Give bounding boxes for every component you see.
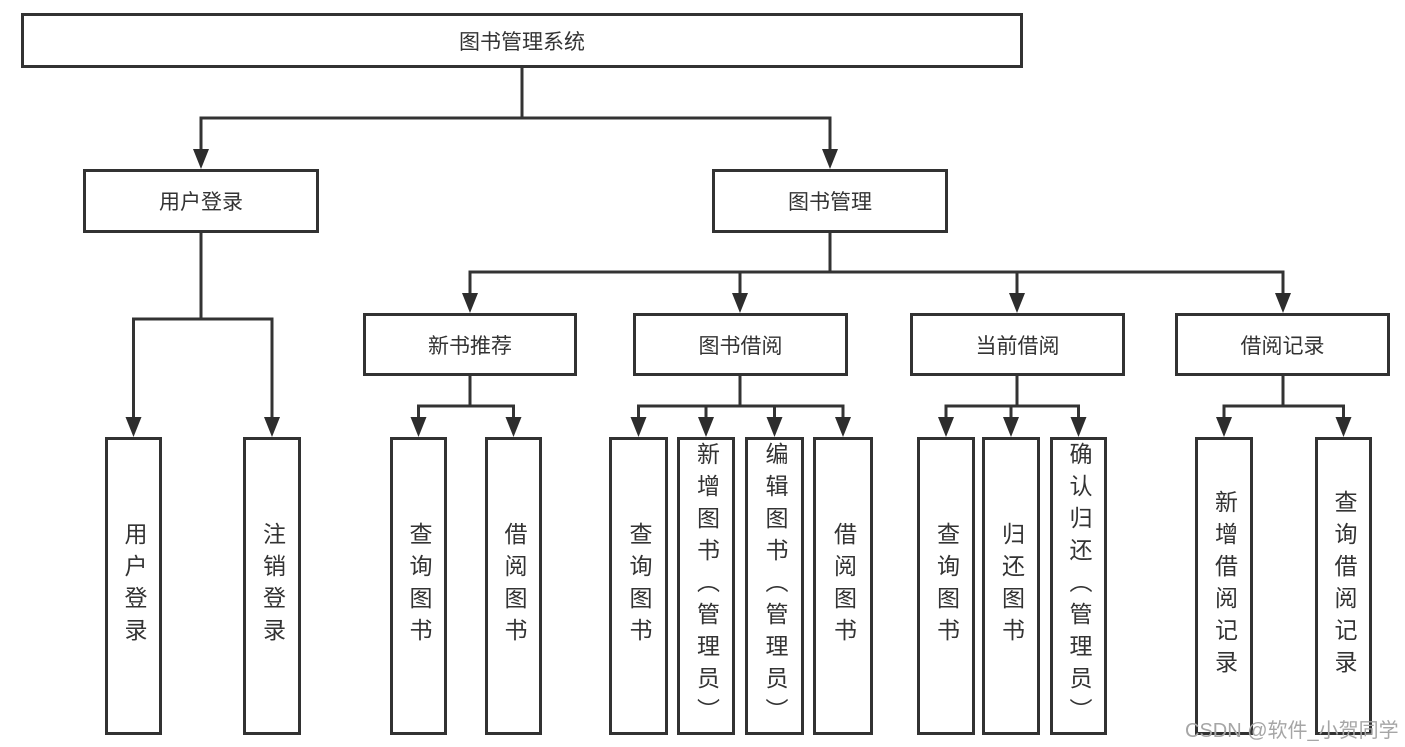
leaf-confirm-return-admin-label: 确认归还（管理员）: [1066, 442, 1092, 730]
node-book-management: 图书管理: [712, 169, 948, 233]
leaf-query-books-recommend-label: 查询图书: [406, 522, 432, 650]
leaf-query-books-current-label: 查询图书: [933, 522, 960, 650]
node-borrow-records-label: 借阅记录: [1240, 334, 1325, 358]
leaf-query-borrow-record: 查询借阅记录: [1315, 437, 1372, 735]
leaf-user-login-label: 用户登录: [121, 522, 147, 650]
csdn-watermark: CSDN @软件_小贺同学: [1185, 720, 1399, 742]
leaf-user-login: 用户登录: [105, 437, 162, 735]
node-current-borrow: 当前借阅: [910, 313, 1125, 376]
node-user-login-label: 用户登录: [159, 191, 243, 214]
leaf-edit-book-admin: 编辑图书（管理员）: [745, 437, 804, 735]
leaf-add-borrow-record-label: 新增借阅记录: [1211, 490, 1238, 682]
leaf-query-books-current: 查询图书: [917, 437, 975, 735]
node-book-borrow: 图书借阅: [633, 313, 848, 376]
leaf-add-book-admin-label: 新增图书（管理员）: [693, 442, 720, 730]
leaf-edit-book-admin-label: 编辑图书（管理员）: [762, 442, 788, 730]
leaf-borrow-books-recommend: 借阅图书: [485, 437, 542, 735]
leaf-return-book-label: 归还图书: [998, 522, 1025, 650]
leaf-query-borrow-record-label: 查询借阅记录: [1331, 490, 1357, 682]
node-new-book-recommend: 新书推荐: [363, 313, 577, 376]
node-current-borrow-label: 当前借阅: [975, 334, 1060, 358]
leaf-add-borrow-record: 新增借阅记录: [1195, 437, 1253, 735]
node-book-borrow-label: 图书借阅: [698, 334, 783, 358]
leaf-logout-label: 注销登录: [259, 522, 286, 650]
leaf-confirm-return-admin: 确认归还（管理员）: [1050, 437, 1107, 735]
leaf-add-book-admin: 新增图书（管理员）: [677, 437, 735, 735]
node-user-login: 用户登录: [83, 169, 319, 233]
leaf-borrow-books-recommend-label: 借阅图书: [501, 522, 527, 650]
leaf-borrow-books-label: 借阅图书: [830, 522, 857, 650]
leaf-logout: 注销登录: [243, 437, 301, 735]
node-book-management-label: 图书管理: [788, 191, 872, 214]
node-root-label: 图书管理系统: [459, 30, 585, 54]
node-root: 图书管理系统: [21, 13, 1023, 68]
node-borrow-records: 借阅记录: [1175, 313, 1390, 376]
leaf-query-books-borrow: 查询图书: [609, 437, 668, 735]
leaf-borrow-books: 借阅图书: [813, 437, 873, 735]
leaf-return-book: 归还图书: [982, 437, 1040, 735]
leaf-query-books-borrow-label: 查询图书: [626, 522, 652, 650]
leaf-query-books-recommend: 查询图书: [390, 437, 447, 735]
node-new-book-recommend-label: 新书推荐: [428, 334, 512, 358]
